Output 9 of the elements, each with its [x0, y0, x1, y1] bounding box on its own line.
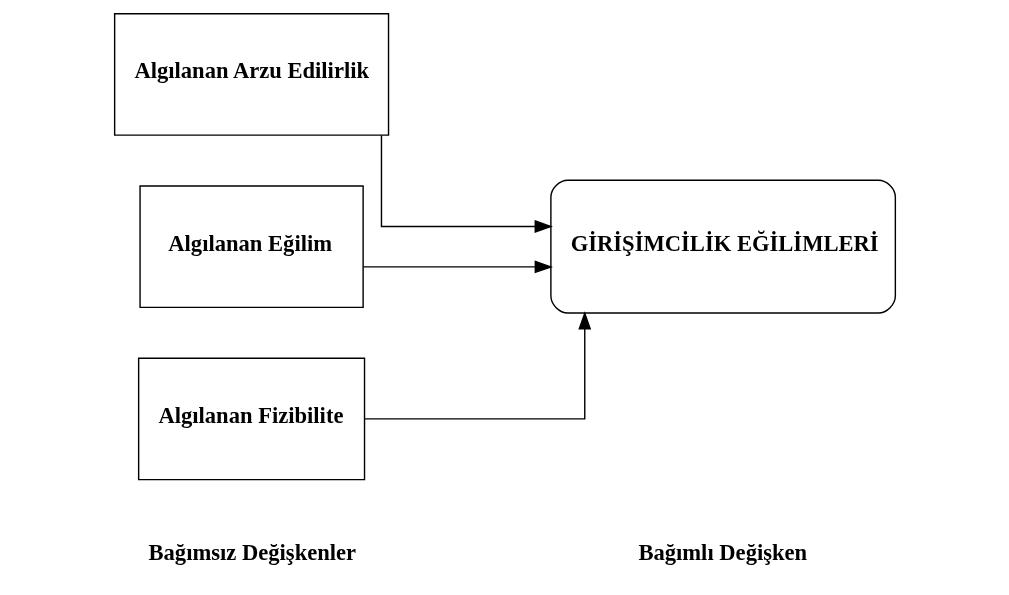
arrow — [363, 311, 591, 420]
node-box: GİRİŞİMCİLİK EĞİLİMLERİ — [549, 179, 896, 314]
node-box: Algılanan Arzu Edilirlik — [113, 13, 389, 136]
label: Bağımlı Değişken — [637, 539, 807, 565]
arrow — [380, 134, 553, 233]
label: Bağımsız Değişkenler — [148, 539, 356, 565]
node-box: Algılanan Fizibilite — [137, 357, 365, 481]
arrow — [362, 260, 553, 274]
node-box: Algılanan Eğilim — [138, 185, 364, 309]
